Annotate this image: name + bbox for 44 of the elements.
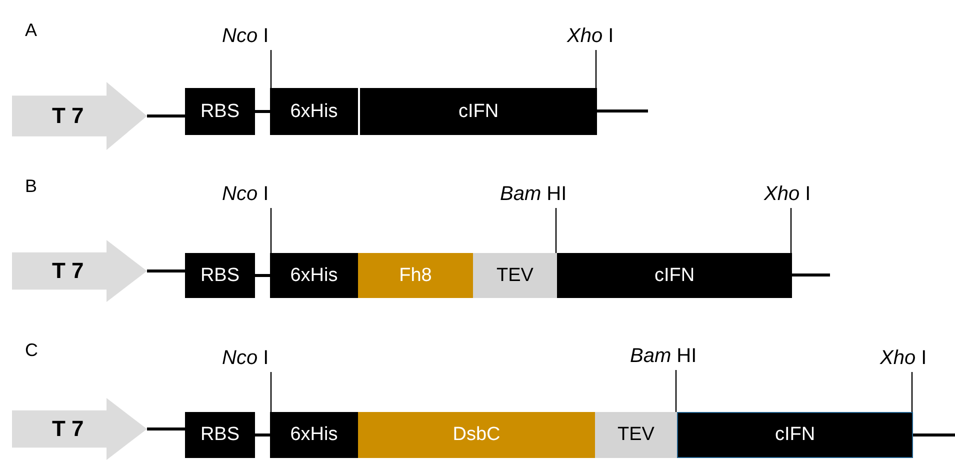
restriction-site-label: Nco I bbox=[222, 340, 292, 370]
gene-segment: cIFN bbox=[677, 412, 913, 458]
dna-backbone-line bbox=[597, 110, 648, 112]
restriction-site-label: Bam HI bbox=[500, 176, 600, 206]
dna-backbone-line bbox=[255, 434, 270, 436]
gene-segment: 6xHis bbox=[270, 412, 358, 458]
gene-segment: RBS bbox=[185, 412, 255, 458]
promoter-arrow: T 7 bbox=[12, 240, 147, 302]
gene-segment: 6xHis bbox=[270, 88, 358, 135]
restriction-site-label: Nco I bbox=[222, 18, 292, 48]
gene-segment: TEV bbox=[473, 253, 557, 298]
dna-backbone-line bbox=[792, 274, 830, 276]
restriction-site-label: Xho I bbox=[880, 340, 950, 370]
leader-line bbox=[270, 372, 272, 412]
leader-line bbox=[595, 50, 597, 88]
leader-line bbox=[911, 372, 913, 412]
gene-segment: RBS bbox=[185, 253, 255, 298]
restriction-site-label: Nco I bbox=[222, 176, 292, 206]
leader-line bbox=[270, 208, 272, 253]
gene-segment: cIFN bbox=[557, 253, 792, 298]
restriction-site-label: Xho I bbox=[764, 176, 834, 206]
restriction-site-label: Bam HI bbox=[630, 338, 730, 368]
gene-segment: 6xHis bbox=[270, 253, 358, 298]
gene-segment: RBS bbox=[185, 88, 255, 135]
gene-segment: cIFN bbox=[360, 88, 597, 135]
gene-segment: TEV bbox=[595, 412, 677, 458]
restriction-site-label: Xho I bbox=[567, 18, 637, 48]
dna-backbone-line bbox=[147, 270, 185, 272]
promoter-arrow: T 7 bbox=[12, 82, 147, 150]
dna-backbone-line bbox=[147, 114, 185, 118]
dna-backbone-line bbox=[255, 274, 270, 277]
dna-backbone-line bbox=[913, 434, 955, 436]
dna-backbone-line bbox=[147, 428, 185, 430]
panel-letter: B bbox=[25, 176, 38, 197]
panel-letter: C bbox=[25, 340, 38, 361]
dna-backbone-line bbox=[255, 110, 270, 113]
leader-line bbox=[270, 50, 272, 88]
gene-segment: Fh8 bbox=[358, 253, 473, 298]
promoter-arrow: T 7 bbox=[12, 398, 147, 460]
leader-line bbox=[675, 370, 677, 412]
leader-line bbox=[555, 208, 557, 253]
gene-segment: DsbC bbox=[358, 412, 595, 458]
panel-letter: A bbox=[25, 20, 38, 41]
leader-line bbox=[790, 208, 792, 253]
